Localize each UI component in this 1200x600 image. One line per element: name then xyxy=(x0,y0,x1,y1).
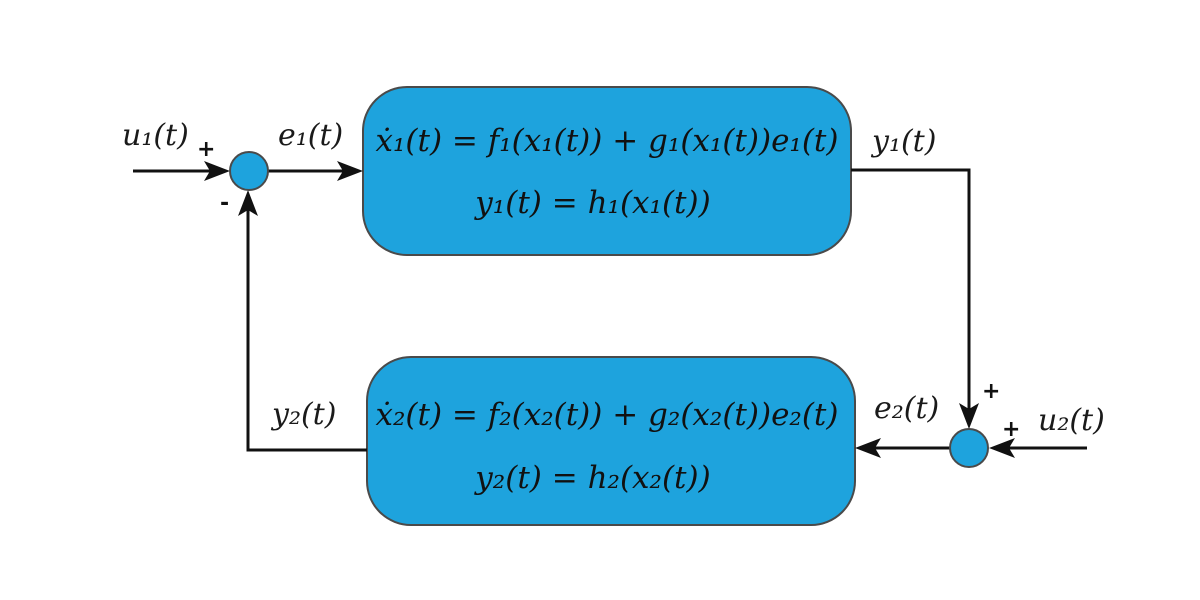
y2-arrowhead xyxy=(238,190,258,216)
left-junction-minus-sign: - xyxy=(220,191,229,216)
y1-feedforward-wire xyxy=(851,168,971,410)
e1-label: e₁(t) xyxy=(278,118,343,153)
e2-arrowhead xyxy=(855,438,881,458)
u1-arrowhead xyxy=(204,161,230,181)
u1-label: u₁(t) xyxy=(122,118,189,153)
top-block-output-equation: y₁(t) = h₁(x₁(t)) xyxy=(473,185,710,221)
bottom-block-output-equation: y₂(t) = h₂(x₂(t)) xyxy=(473,460,710,496)
y2-label: y₂(t) xyxy=(270,397,336,432)
y1-label: y₁(t) xyxy=(870,124,936,159)
u2-label: u₂(t) xyxy=(1038,403,1105,438)
u2-arrowhead xyxy=(989,438,1015,458)
e1-arrowhead xyxy=(337,161,363,181)
right-junction-top-plus-sign: + xyxy=(982,379,1000,404)
bottom-block-state-equation: ẋ₂(t) = f₂(x₂(t)) + g₂(x₂(t))e₂(t) xyxy=(375,397,838,433)
left-junction-plus-sign: + xyxy=(197,137,215,162)
right-summing-junction xyxy=(949,428,989,468)
bottom-system-block xyxy=(366,356,856,526)
left-summing-junction xyxy=(229,151,269,191)
right-junction-side-plus-sign: + xyxy=(1002,417,1020,442)
top-block-state-equation: ẋ₁(t) = f₁(x₁(t)) + g₁(x₁(t))e₁(t) xyxy=(375,123,838,159)
y2-feedback-wire xyxy=(246,208,367,452)
e2-label: e₂(t) xyxy=(874,391,939,426)
top-system-block xyxy=(362,86,852,256)
y1-arrowhead xyxy=(959,403,979,429)
